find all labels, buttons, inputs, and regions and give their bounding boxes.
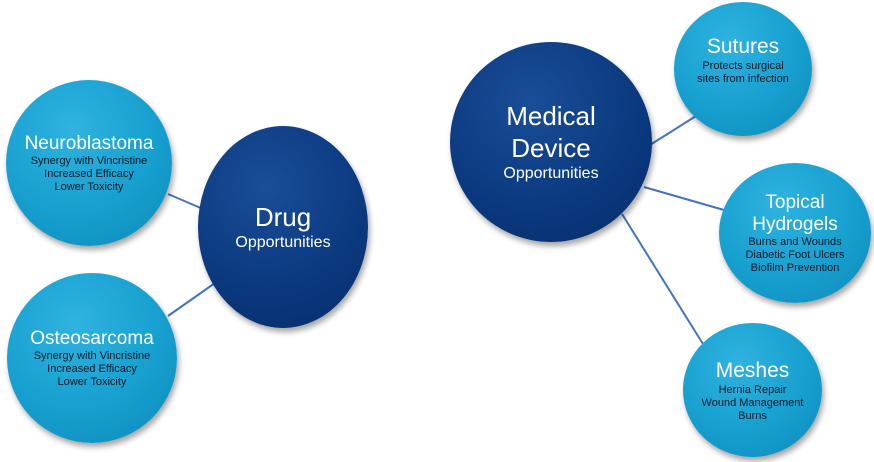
node-title: Neuroblastoma: [24, 132, 154, 154]
node-detail: Increased Efficacy: [47, 362, 137, 375]
connector-device-sutures: [649, 115, 697, 146]
connector-device-hydrogels: [643, 186, 725, 211]
node-detail: Lower Toxicity: [54, 180, 124, 193]
node-neuroblastoma: Neuroblastoma Synergy with Vincristine I…: [6, 80, 172, 246]
node-detail: Biofilm Prevention: [750, 261, 840, 274]
node-detail: Wound Management: [701, 396, 804, 409]
node-drug-opportunities: Drug Opportunities: [198, 126, 368, 328]
node-detail: Lower Toxicity: [57, 375, 127, 388]
connector-drug-osteosarcoma: [167, 282, 216, 317]
node-title: Sutures: [706, 35, 780, 58]
node-meshes: Meshes Hernia Repair Wound Management Bu…: [683, 323, 822, 457]
node-title: Drug: [254, 202, 312, 232]
connector-device-meshes: [621, 213, 704, 345]
node-detail: Diabetic Foot Ulcers: [745, 248, 845, 261]
node-title: Meshes: [715, 358, 790, 382]
node-osteosarcoma: Osteosarcoma Synergy with Vincristine In…: [7, 273, 177, 443]
node-detail: Burns: [738, 409, 767, 422]
node-detail: Hernia Repair: [718, 383, 787, 396]
node-detail: Increased Efficacy: [44, 167, 134, 180]
node-detail: Synergy with Vincristine: [33, 349, 151, 362]
node-title: Hydrogels: [752, 213, 838, 235]
node-detail: Synergy with Vincristine: [30, 154, 148, 167]
node-subtitle: Opportunities: [235, 234, 331, 251]
node-title: Device: [511, 133, 591, 163]
node-detail: Protects surgical: [702, 60, 784, 72]
node-title: Medical: [506, 101, 596, 131]
node-title: Topical: [765, 191, 825, 213]
node-sutures: Sutures Protects surgical sites from inf…: [674, 2, 812, 136]
node-detail: sites from infection: [697, 73, 789, 85]
node-title: Osteosarcoma: [30, 327, 154, 349]
node-medical-device-opportunities: Medical Device Opportunities: [450, 42, 652, 242]
node-topical-hydrogels: Topical Hydrogels Burns and Wounds Diabe…: [719, 163, 871, 303]
node-subtitle: Opportunities: [503, 165, 599, 182]
node-detail: Burns and Wounds: [748, 235, 842, 248]
